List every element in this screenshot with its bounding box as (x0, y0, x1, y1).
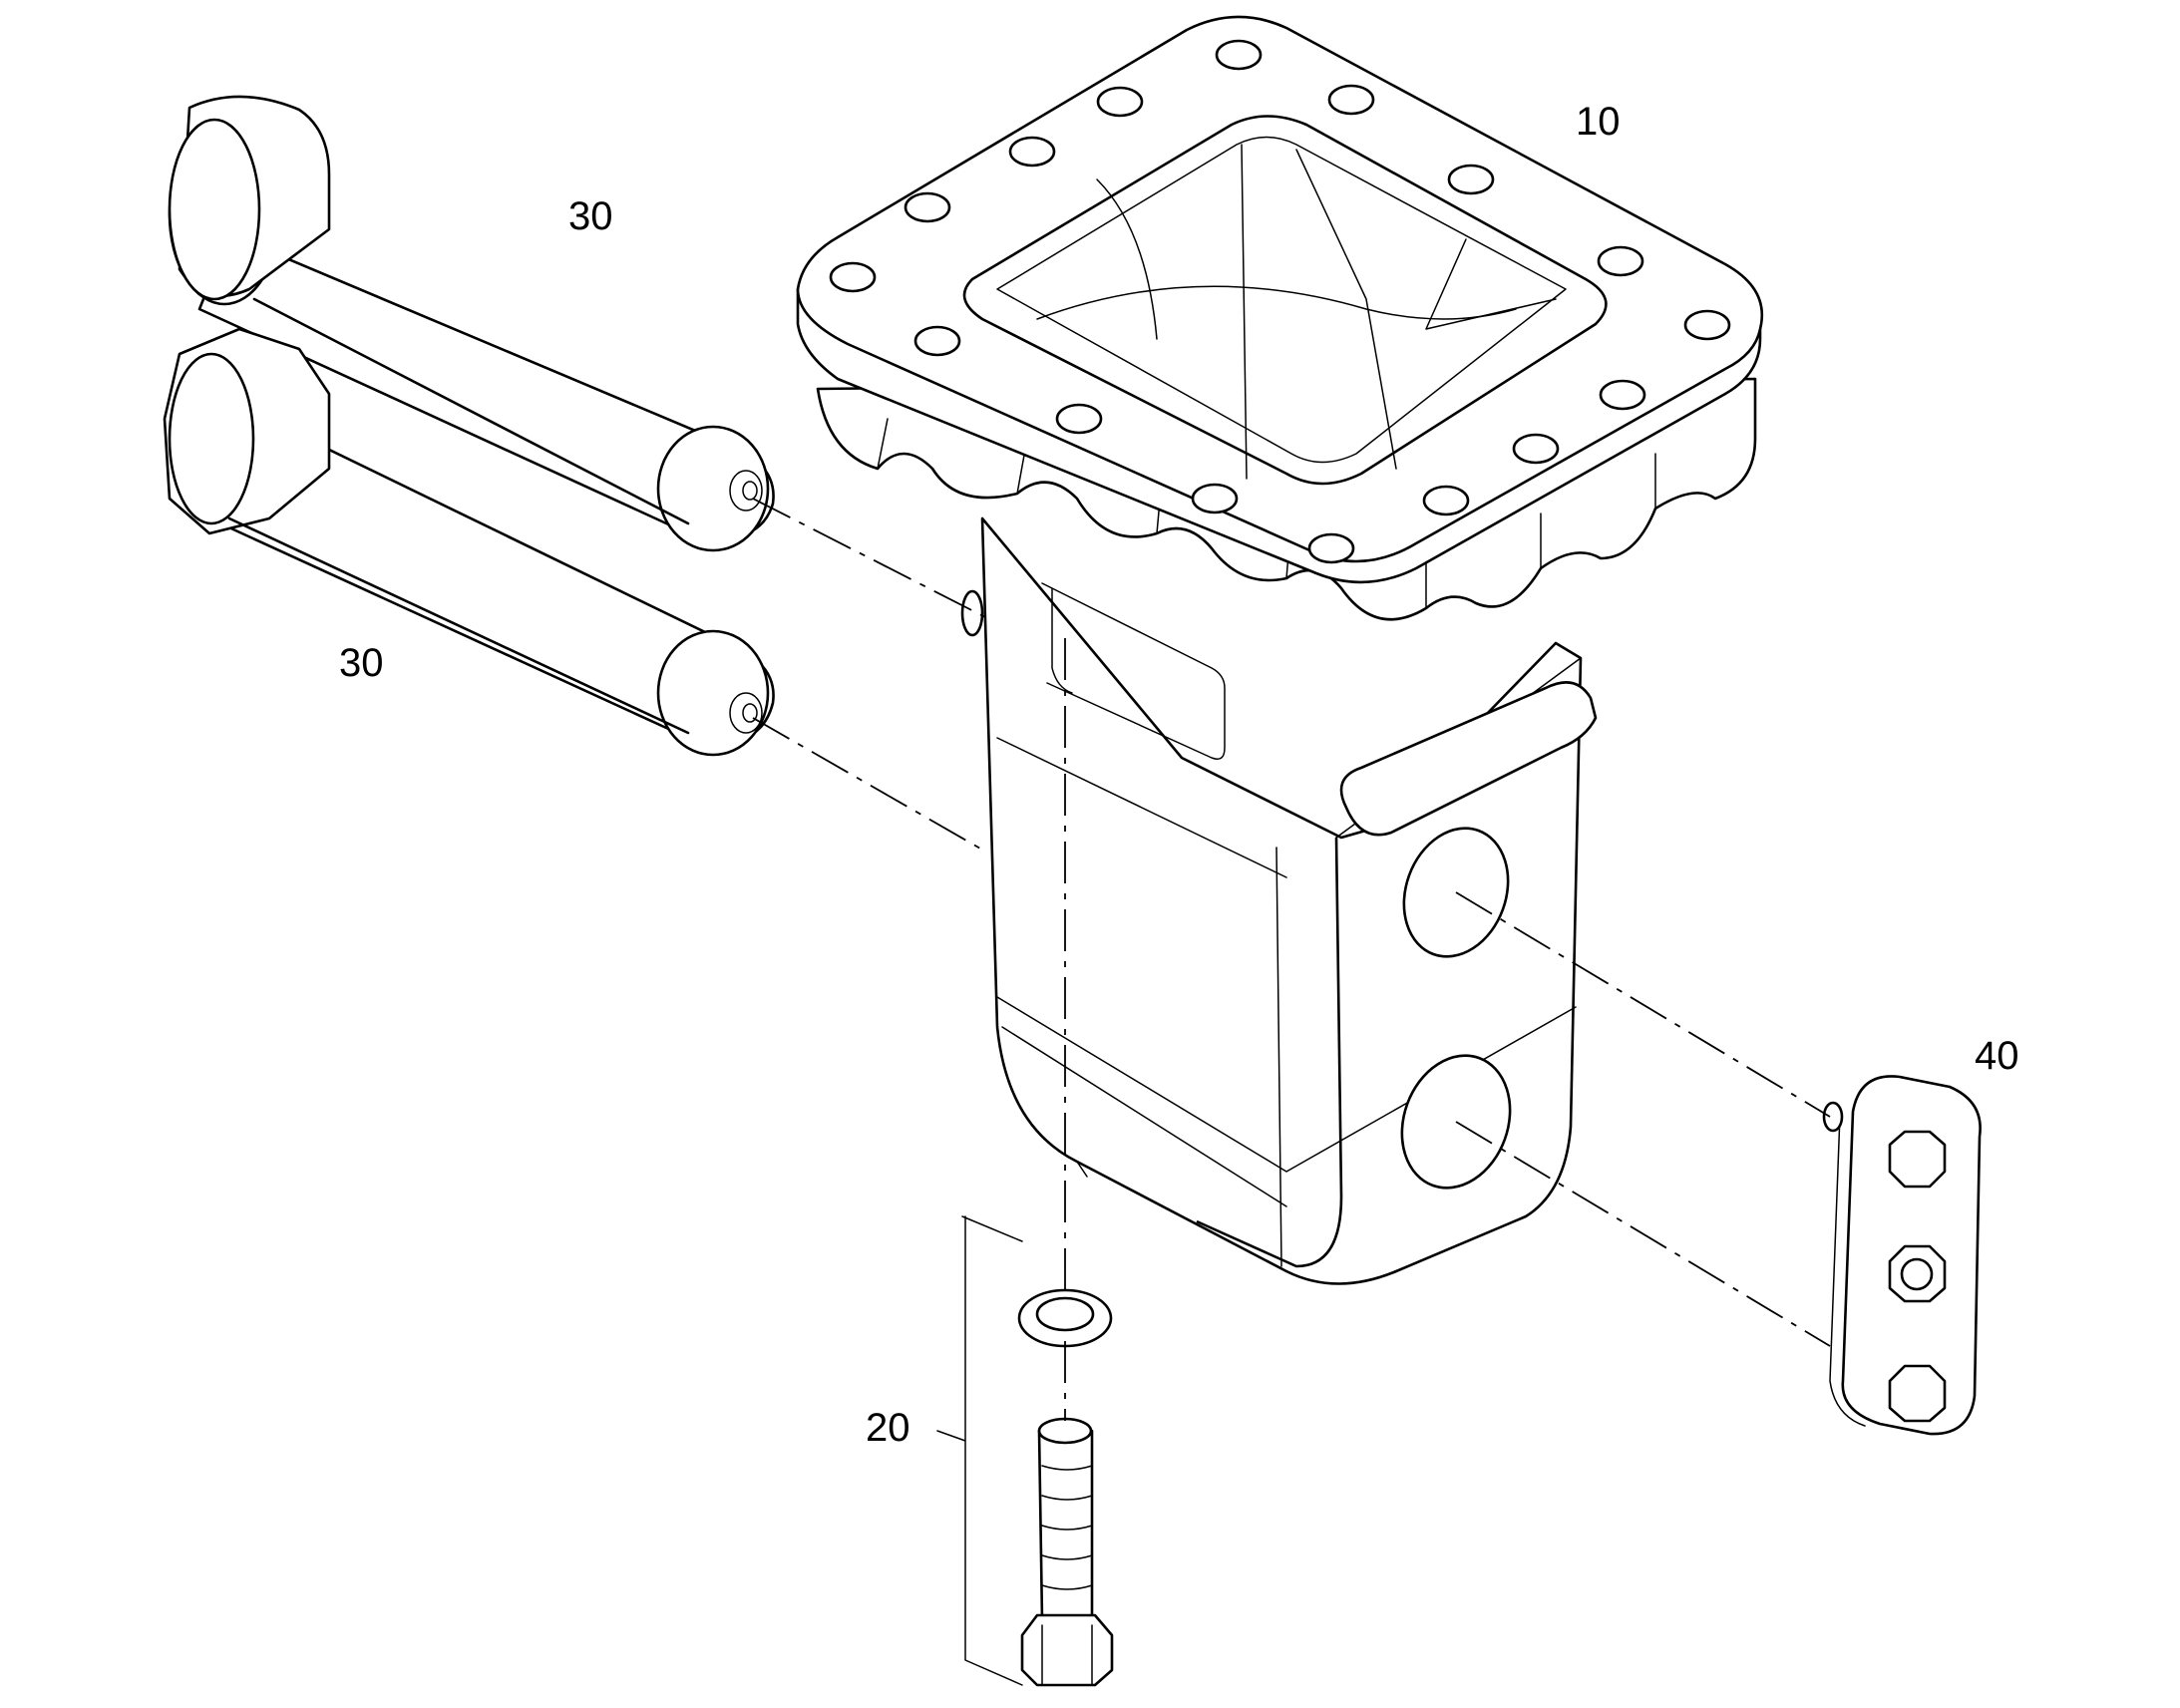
plate-part-40 (1822, 1075, 1982, 1436)
callout-30-lower: 30 (339, 641, 384, 685)
assembly-centerlines (752, 498, 1831, 1421)
callout-10: 10 (1576, 100, 1621, 144)
pin-part-30-lower (163, 327, 775, 757)
pin-part-30-upper (168, 95, 775, 552)
housing-part-10 (796, 15, 1764, 1285)
callout-40: 40 (1975, 1034, 2019, 1078)
bolt-part-20 (936, 1215, 1114, 1687)
callout-30-upper: 30 (568, 194, 613, 238)
callout-20: 20 (866, 1406, 910, 1450)
